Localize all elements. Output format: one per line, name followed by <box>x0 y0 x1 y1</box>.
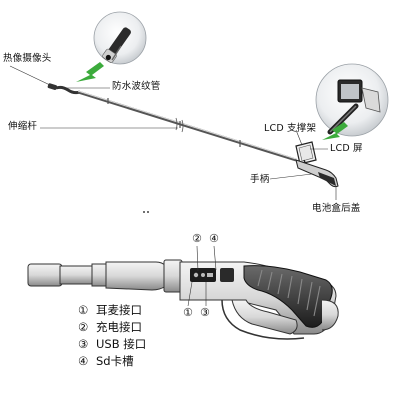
port-marker-1: ① <box>183 306 194 319</box>
label-lcd-bracket: LCD 支撑架 <box>264 123 317 134</box>
label-lcd-screen: LCD 屏 <box>330 143 363 154</box>
label-battery-cover: 电池盒后盖 <box>312 203 361 214</box>
camera-pointer-arrow <box>76 62 104 82</box>
port-marker-3: ③ <box>200 306 211 319</box>
camera-head-zoom-bubble <box>93 11 147 65</box>
legend-item: ④ Sd卡槽 <box>78 354 134 368</box>
label-telescopic-rod: 伸缩杆 <box>8 121 38 132</box>
legend-text: 耳麦接口 <box>96 303 142 317</box>
legend-text: 充电接口 <box>96 320 142 334</box>
legend-item: ③ USB 接口 <box>78 337 147 351</box>
lcd-zoom-bubble <box>315 63 389 137</box>
label-handle: 手柄 <box>250 174 270 185</box>
legend-text: Sd卡槽 <box>96 354 134 368</box>
legend-number: ② <box>78 320 89 334</box>
label-camera-head: 热像摄像头 <box>3 53 52 64</box>
handle-detail-illustration <box>27 259 339 340</box>
lcd-pointer-arrow <box>322 122 348 140</box>
rod-handle <box>295 159 339 188</box>
port-leader-lines <box>187 245 217 307</box>
legend-number: ④ <box>78 354 89 368</box>
telescopic-rod <box>77 90 297 162</box>
legend-item: ② 充电接口 <box>78 320 142 334</box>
legend-text: USB 接口 <box>96 337 147 351</box>
label-waterproof-tube: 防水波纹管 <box>112 81 161 92</box>
top-leader-lines <box>9 65 337 200</box>
port-marker-2: ② <box>192 232 203 245</box>
legend-number: ③ <box>78 337 89 351</box>
legend-item: ① 耳麦接口 <box>78 303 142 317</box>
legend-number: ① <box>78 303 89 317</box>
port-marker-4: ④ <box>209 232 220 245</box>
small-marker <box>143 211 149 213</box>
